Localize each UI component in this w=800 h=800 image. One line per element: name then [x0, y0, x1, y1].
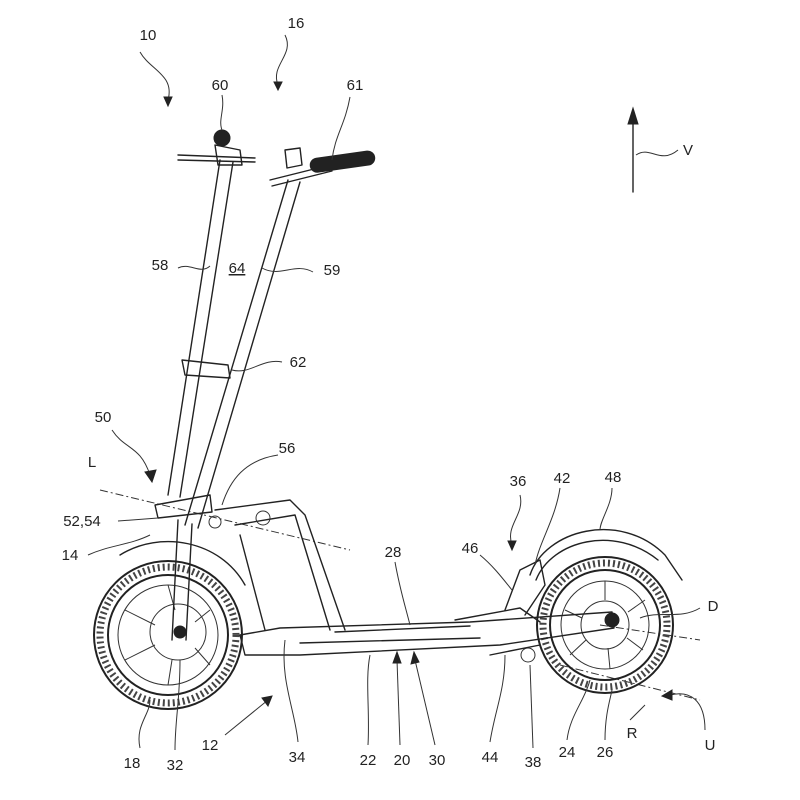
label-64: 64: [229, 260, 246, 277]
label-42: 42: [554, 470, 571, 487]
steering-column: [154, 159, 301, 641]
label-16: 16: [288, 15, 305, 32]
label-38: 38: [525, 754, 542, 771]
label-L: L: [88, 454, 96, 471]
front-frame: [208, 499, 346, 631]
label-U: U: [705, 737, 716, 754]
label-D: D: [708, 598, 719, 615]
label-56: 56: [279, 440, 296, 457]
label-R: R: [627, 725, 638, 742]
label-48: 48: [605, 469, 622, 486]
leader-lines: [87, 34, 706, 751]
label-61: 61: [347, 77, 364, 94]
label-46: 46: [462, 540, 479, 557]
label-62: 62: [290, 354, 307, 371]
label-36: 36: [510, 473, 527, 490]
label-V: V: [683, 142, 693, 159]
label-60: 60: [212, 77, 229, 94]
label-28: 28: [385, 544, 402, 561]
vertical-arrow-icon: [627, 106, 679, 193]
rear-bracket: [489, 559, 546, 663]
label-34: 34: [289, 749, 306, 766]
label-26: 26: [597, 744, 614, 761]
label-32: 32: [167, 757, 184, 774]
axis-line-D: [599, 624, 701, 641]
rear-wheel: [536, 556, 674, 694]
front-wheel: [93, 560, 243, 710]
rear-fender: [529, 529, 683, 581]
label-52-54: 52,54: [63, 513, 101, 530]
deck: [239, 607, 615, 656]
label-18: 18: [124, 755, 141, 772]
label-12: 12: [202, 737, 219, 754]
axis-line-L: [99, 489, 351, 551]
label-20: 20: [394, 752, 411, 769]
label-24: 24: [559, 744, 576, 761]
label-22: 22: [360, 752, 377, 769]
handlebar: [177, 129, 376, 187]
reference-labels: 10 16 60 61 V 58 64 59 62 50 56 L 52,54 …: [62, 15, 719, 774]
label-44: 44: [482, 749, 499, 766]
label-59: 59: [324, 262, 341, 279]
label-50: 50: [95, 409, 112, 426]
label-10: 10: [140, 27, 157, 44]
label-58: 58: [152, 257, 169, 274]
label-30: 30: [429, 752, 446, 769]
label-14: 14: [62, 547, 79, 564]
front-fender: [119, 540, 246, 586]
